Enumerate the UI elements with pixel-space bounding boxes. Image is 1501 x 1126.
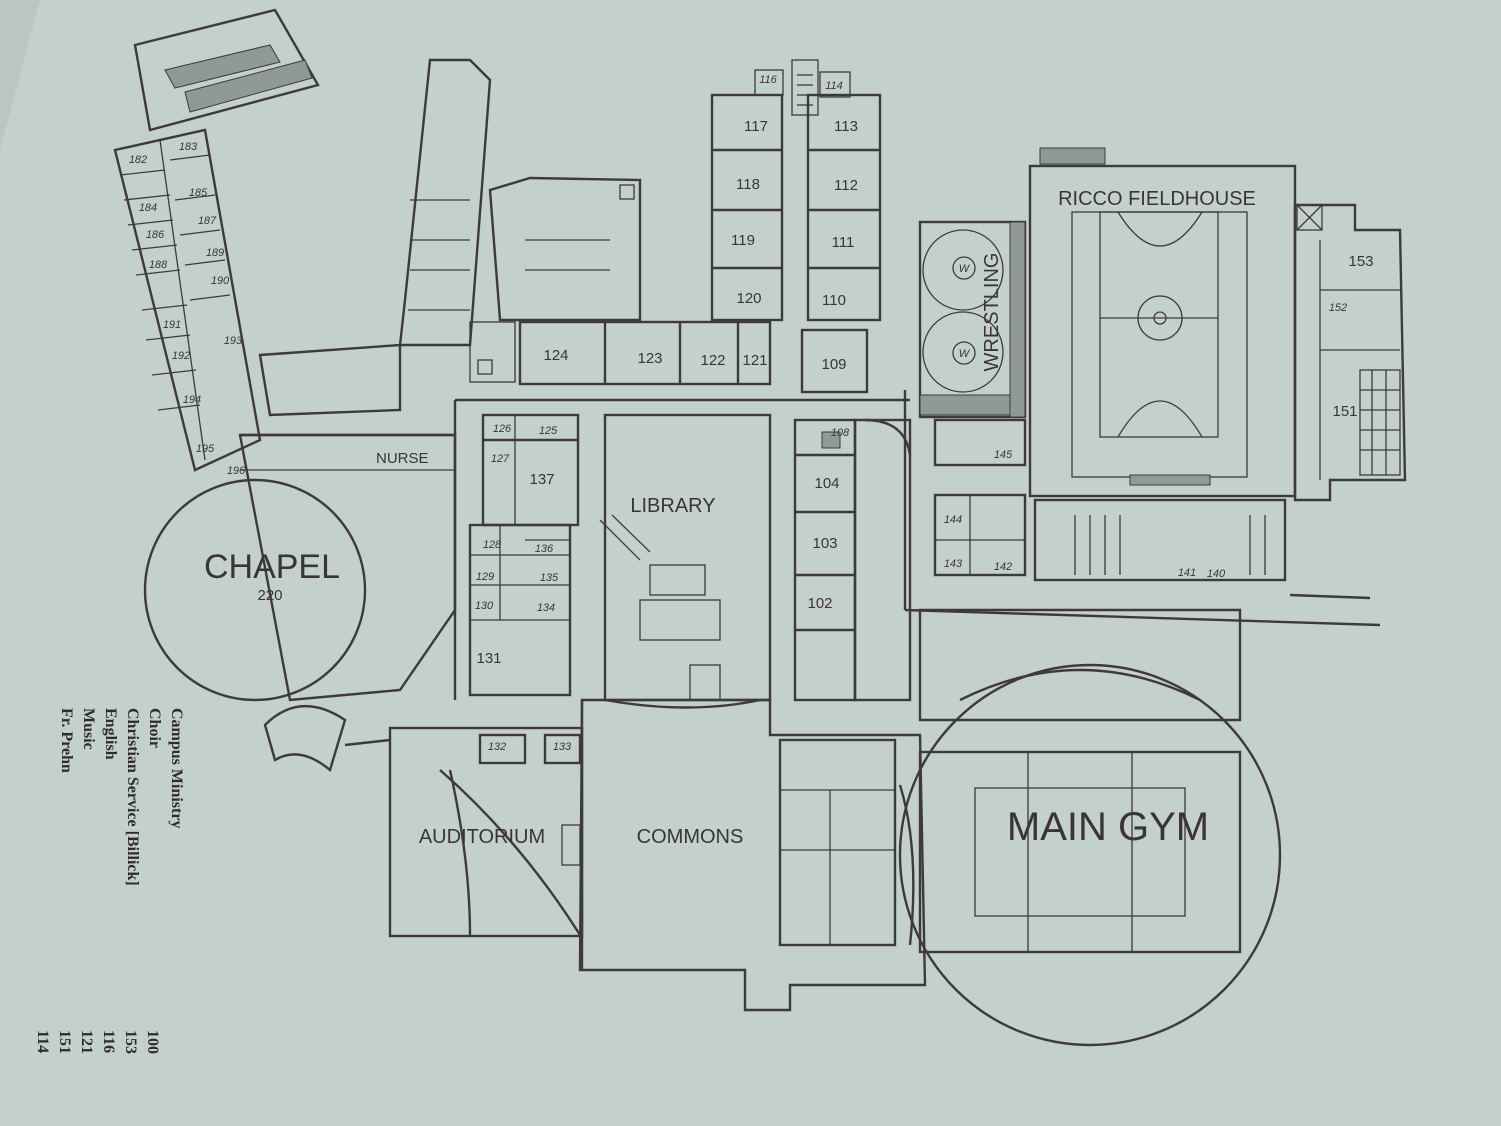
room-label: 187 bbox=[198, 215, 217, 227]
chapel-number: 220 bbox=[257, 587, 282, 604]
legend-item-room: 100 bbox=[144, 1030, 161, 1054]
room-label: 137 bbox=[529, 471, 554, 488]
main-gym-area bbox=[898, 608, 1282, 1047]
legend-item-room: 121 bbox=[78, 1030, 95, 1054]
room-label: 192 bbox=[172, 350, 190, 362]
room-label: 136 bbox=[535, 543, 554, 555]
room-label: 151 bbox=[1332, 403, 1357, 420]
room-label: 120 bbox=[736, 290, 761, 307]
room-label: 152 bbox=[1329, 302, 1347, 314]
room-label: 194 bbox=[183, 394, 201, 406]
legend: Campus Ministry Choir Christian Service … bbox=[34, 708, 185, 1054]
room-label: 129 bbox=[476, 571, 494, 583]
room-label: 125 bbox=[539, 425, 558, 437]
room-label: 110 bbox=[822, 292, 846, 309]
room-label: 141 bbox=[1178, 567, 1196, 579]
room-label: 183 bbox=[179, 141, 198, 153]
room-numbers: 102 103 104 108 109 110 111 112 113 114 … bbox=[129, 74, 1374, 753]
classroom-block-west bbox=[468, 413, 580, 697]
room-label: 111 bbox=[832, 234, 855, 251]
room-label: 117 bbox=[744, 118, 768, 135]
room-label: 124 bbox=[543, 347, 568, 364]
room-label: 108 bbox=[831, 427, 850, 439]
legend-item-room: 153 bbox=[122, 1030, 139, 1054]
wrestling-mat-mark: W bbox=[959, 263, 971, 275]
room-label: 186 bbox=[146, 229, 165, 241]
main-gym-label: MAIN GYM bbox=[1007, 805, 1209, 849]
room-label: 109 bbox=[821, 356, 846, 373]
legend-item-name: Choir bbox=[146, 708, 163, 748]
room-label: 145 bbox=[994, 449, 1013, 461]
room-label: 123 bbox=[637, 350, 662, 367]
legend-item-name: Campus Ministry bbox=[168, 708, 185, 828]
room-label: 191 bbox=[163, 319, 181, 331]
legend-item-name: Christian Service [Billick] bbox=[124, 708, 141, 886]
room-label: 112 bbox=[834, 177, 858, 194]
room-label: 134 bbox=[537, 602, 555, 614]
room-label: 127 bbox=[491, 453, 510, 465]
room-label: 102 bbox=[807, 595, 832, 612]
room-label: 153 bbox=[1348, 253, 1373, 270]
chapel-label: CHAPEL bbox=[204, 548, 340, 586]
wing-180s bbox=[113, 8, 320, 472]
room-label: 118 bbox=[736, 176, 760, 193]
upper-block bbox=[469, 176, 772, 386]
nurse-label: NURSE bbox=[376, 450, 429, 467]
room-label: 188 bbox=[149, 259, 168, 271]
legend-item-room: 116 bbox=[100, 1030, 117, 1053]
room-label: 132 bbox=[488, 741, 506, 753]
wrestling-room bbox=[918, 220, 1027, 419]
room-label: 131 bbox=[476, 650, 501, 667]
room-label: 144 bbox=[944, 514, 962, 526]
room-label: 184 bbox=[139, 202, 157, 214]
classroom-block-center bbox=[793, 418, 912, 702]
room-label: 119 bbox=[731, 232, 755, 249]
room-label: 133 bbox=[553, 741, 572, 753]
room-label: 104 bbox=[814, 475, 839, 492]
auditorium-label: AUDITORIUM bbox=[419, 826, 545, 848]
room-label: 185 bbox=[189, 187, 208, 199]
room-label: 103 bbox=[812, 535, 837, 552]
room-label: 195 bbox=[196, 443, 215, 455]
room-label: 126 bbox=[493, 423, 512, 435]
room-label: 128 bbox=[483, 539, 502, 551]
room-label: 116 bbox=[759, 74, 777, 86]
room-label: 113 bbox=[834, 118, 858, 135]
room-label: 190 bbox=[211, 275, 230, 287]
legend-item-name: English bbox=[102, 708, 119, 760]
room-label: 193 bbox=[224, 335, 243, 347]
classroom-wing-north bbox=[710, 59, 882, 394]
room-label: 182 bbox=[129, 154, 147, 166]
fieldhouse-label: RICCO FIELDHOUSE bbox=[1058, 188, 1256, 210]
room-label: 140 bbox=[1207, 568, 1226, 580]
room-label: 114 bbox=[825, 80, 843, 92]
legend-item-room: 114 bbox=[34, 1030, 51, 1053]
room-label: 196 bbox=[227, 465, 246, 477]
legend-item-room: 151 bbox=[56, 1030, 73, 1054]
room-label: 135 bbox=[540, 572, 559, 584]
room-label: 189 bbox=[206, 247, 224, 259]
legend-item-name: Fr. Prehn bbox=[58, 708, 75, 773]
room-label: 143 bbox=[944, 558, 963, 570]
room-label: 130 bbox=[475, 600, 494, 612]
room-label: 121 bbox=[742, 352, 767, 369]
commons-label: COMMONS bbox=[637, 826, 744, 848]
library-label: LIBRARY bbox=[630, 495, 715, 517]
locker-block bbox=[904, 418, 1381, 627]
room-label: 122 bbox=[700, 352, 725, 369]
fieldhouse-area bbox=[1028, 147, 1297, 498]
room-label: 142 bbox=[994, 561, 1012, 573]
east-wing bbox=[1293, 203, 1407, 502]
wrestling-mat-mark: W bbox=[959, 348, 971, 360]
legend-item-name: Music bbox=[80, 708, 97, 750]
corridors bbox=[453, 390, 910, 970]
wrestling-label: WRESTLING bbox=[981, 253, 1003, 372]
